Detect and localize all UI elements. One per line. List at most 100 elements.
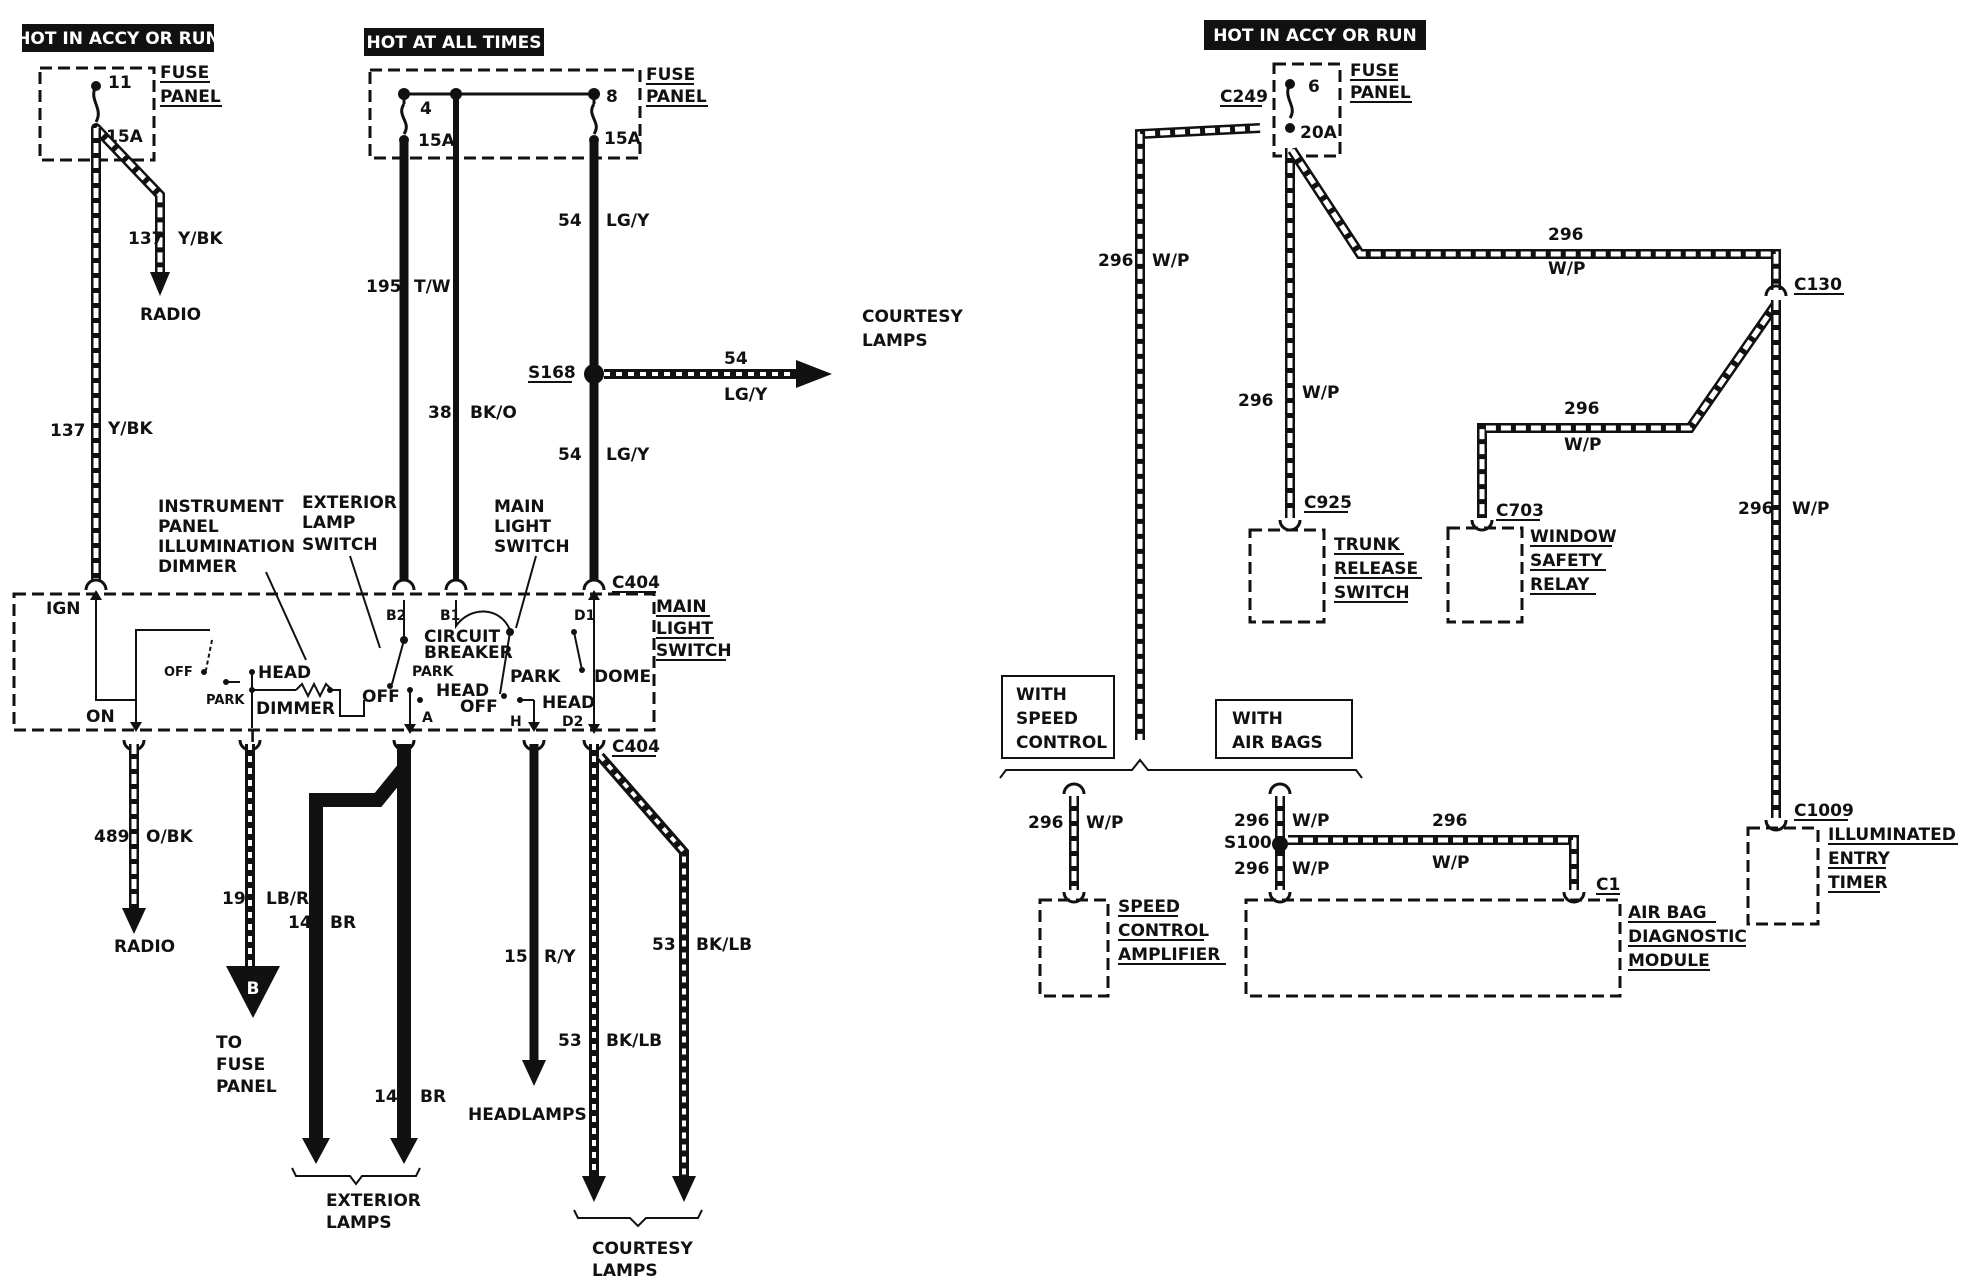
exterior-lamps-label-1: EXTERIOR xyxy=(326,1191,421,1211)
to-fuse-label-3: PANEL xyxy=(216,1077,277,1097)
wire-19-color: LB/R xyxy=(266,889,309,909)
fuse-8-number: 8 xyxy=(606,87,618,107)
option-bracket: WITH SPEED CONTROL WITH AIR BAGS xyxy=(999,675,1363,779)
pin-i-label: I xyxy=(250,730,255,746)
wire-137-main-circuit: 137 xyxy=(50,421,86,441)
opt-airbag-1: WITH xyxy=(1232,709,1283,729)
wire-296-timer-color: W/P xyxy=(1792,499,1829,519)
header-all-times: HOT AT ALL TIMES xyxy=(364,28,544,56)
wire-54-top-circuit: 54 xyxy=(558,211,582,231)
wire-38-color: BK/O xyxy=(470,403,517,423)
wire-195-color: T/W xyxy=(414,277,451,297)
airbag-label-1: AIR BAG xyxy=(1628,903,1707,923)
wire-137-circuit: 137 xyxy=(128,229,164,249)
wire-14b-circuit: 14 xyxy=(374,1087,398,1107)
wire-195: 195 T/W xyxy=(366,140,451,580)
switch-callouts: INSTRUMENT PANEL ILLUMINATION DIMMER EXT… xyxy=(158,493,570,661)
wire-296-left-circuit: 296 xyxy=(1098,251,1134,271)
head-label-1: HEAD xyxy=(258,663,311,683)
els-label-2: LAMP xyxy=(302,513,355,533)
fuse-panel-label-2: PANEL xyxy=(160,87,221,107)
header-accy-run-right-text: HOT IN ACCY OR RUN xyxy=(1213,26,1417,46)
wire-296-airbag-top-circuit: 296 xyxy=(1234,811,1270,831)
fuse-20a-rating: 20A xyxy=(1300,123,1338,143)
wire-296-left: 296 W/P xyxy=(1098,123,1261,740)
speed-label-1: SPEED xyxy=(1118,897,1180,917)
wire-14a-circuit: 14 xyxy=(288,913,312,933)
wire-15: 15 R/Y HEADLAMPS xyxy=(468,744,587,1125)
fuse-panel-right: 6 20A FUSE PANEL C249 xyxy=(1220,61,1412,158)
wire-489-color: O/BK xyxy=(146,827,194,847)
opt-speed-3: CONTROL xyxy=(1016,733,1107,753)
wire-53a-color: BK/LB xyxy=(606,1031,662,1051)
wire-296-airbag: 296 W/P 296 W/P 296 W/P S100 C1 AIR BAG … xyxy=(1224,782,1747,998)
wire-296-airbag-horiz-color: W/P xyxy=(1432,853,1469,873)
wire-296-window-circuit: 296 xyxy=(1564,399,1600,419)
wire-296-window-color: W/P xyxy=(1564,435,1601,455)
fuse-panel-right-label-2: PANEL xyxy=(1350,83,1411,103)
header-accy-run-left: HOT IN ACCY OR RUN xyxy=(16,24,220,52)
wire-296-trunk-circuit: 296 xyxy=(1238,391,1274,411)
main-light-switch: C404 C404 MAIN LIGHT SWITCH IGN ON OFF P… xyxy=(12,573,732,757)
wire-296-top-color: W/P xyxy=(1548,259,1585,279)
courtesy-lamps-label-2: LAMPS xyxy=(862,331,928,351)
park-label-1: PARK xyxy=(206,693,245,708)
wire-296-timer: 296 W/P C1009 ILLUMINATED ENTRY TIMER xyxy=(1738,300,1958,926)
timer-label-3: TIMER xyxy=(1828,873,1888,893)
headlamps-label: HEADLAMPS xyxy=(468,1105,587,1125)
head-label-2: HEAD xyxy=(436,681,489,701)
courtesy-wire-circuit: 54 xyxy=(724,349,748,369)
wire-296-trunk-color: W/P xyxy=(1302,383,1339,403)
fuse-8-rating: 15A xyxy=(604,129,642,149)
wire-137-main: 137 Y/BK xyxy=(50,128,153,580)
header-accy-run-right: HOT IN ACCY OR RUN xyxy=(1204,20,1426,50)
c1009-label: C1009 xyxy=(1794,801,1854,821)
wire-19-circuit: 19 xyxy=(222,889,246,909)
wire-489: 489 O/BK RADIO xyxy=(94,744,194,957)
wire-38-circuit: 38 xyxy=(428,403,452,423)
wire-14: 14 BR 14 BR EXTERIOR LAMPS xyxy=(288,744,446,1233)
courtesy-lamps-bottom-1: COURTESY xyxy=(592,1239,694,1259)
s100-label: S100 xyxy=(1224,833,1272,853)
fuse-number: 11 xyxy=(108,73,132,93)
ign-label: IGN xyxy=(46,599,81,619)
wire-296-airbag-horiz-circuit: 296 xyxy=(1432,811,1468,831)
courtesy-lamps-label-1: COURTESY xyxy=(862,307,964,327)
fuse-4-rating: 15A xyxy=(418,131,456,151)
courtesy-wire-color: LG/Y xyxy=(724,385,768,405)
wire-15-circuit: 15 xyxy=(504,947,528,967)
wire-296-top-circuit: 296 xyxy=(1548,225,1584,245)
wire-296-trunk: 296 W/P C925 TRUNK RELEASE SWITCH xyxy=(1238,148,1422,624)
off-label-2: OFF xyxy=(362,687,400,707)
c130-label: C130 xyxy=(1794,275,1842,295)
timer-label-2: ENTRY xyxy=(1828,849,1891,869)
head-label-3: HEAD xyxy=(542,693,595,713)
opt-airbag-2: AIR BAGS xyxy=(1232,733,1323,753)
fuse-panel-label-1: FUSE xyxy=(160,63,209,83)
on-label: ON xyxy=(86,707,115,727)
wire-54-mid-circuit: 54 xyxy=(558,445,582,465)
park-label-2: PARK xyxy=(412,664,455,680)
c404-top: C404 xyxy=(612,573,660,593)
radio-label-bottom: RADIO xyxy=(114,937,175,957)
wire-296-left-color: W/P xyxy=(1152,251,1189,271)
wire-54-top-color: LG/Y xyxy=(606,211,650,231)
wire-54-mid-color: LG/Y xyxy=(606,445,650,465)
ipd-label-1: INSTRUMENT xyxy=(158,497,284,517)
c1-label: C1 xyxy=(1596,875,1620,895)
off-label-1: OFF xyxy=(164,665,193,680)
switch-name-2: LIGHT xyxy=(656,619,713,639)
pin-b1-label: B1 xyxy=(440,608,460,624)
circuit-breaker-label-2: BREAKER xyxy=(424,643,513,663)
wire-54: 54 LG/Y 54 LG/Y xyxy=(558,140,650,580)
window-label-1: WINDOW xyxy=(1530,527,1617,547)
opt-speed-1: WITH xyxy=(1016,685,1067,705)
wire-14a-color: BR xyxy=(330,913,356,933)
header-all-times-text: HOT AT ALL TIMES xyxy=(367,33,542,53)
airbag-label-2: DIAGNOSTIC xyxy=(1628,927,1747,947)
airbag-label-3: MODULE xyxy=(1628,951,1710,971)
speed-label-3: AMPLIFIER xyxy=(1118,945,1220,965)
wire-15-color: R/Y xyxy=(544,947,576,967)
fuse-panel-1: 11 15A FUSE PANEL xyxy=(38,63,222,162)
pin-h-label: H xyxy=(510,714,522,730)
